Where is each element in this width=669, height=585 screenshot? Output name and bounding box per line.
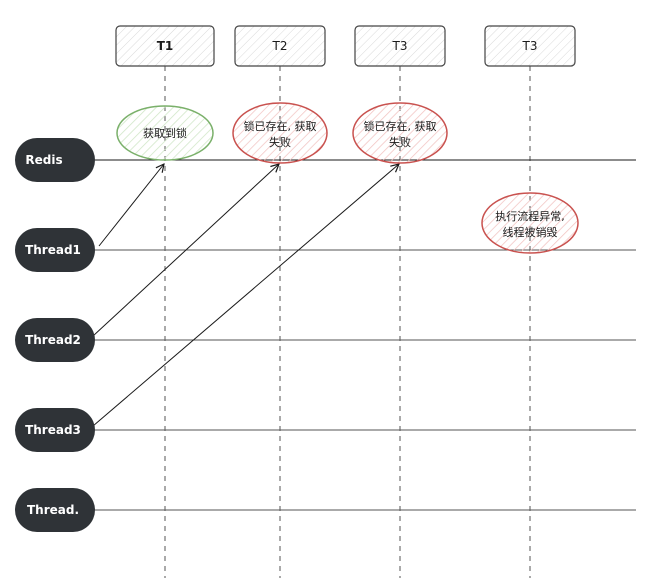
lane-pill: [15, 488, 95, 532]
time-box: [354, 25, 446, 67]
lane-pill: [15, 228, 95, 272]
note-exists-1: 锁已存在, 获取 失败: [232, 102, 328, 164]
lane-label-thread2: Thread2: [25, 333, 81, 347]
time-box: [484, 25, 576, 67]
lane-thread2: Thread2: [15, 318, 95, 362]
note-crash: 执行流程异常, 线程被销毁: [481, 192, 579, 254]
arrow-thread1-t1: [98, 164, 164, 247]
time-header-t3: T3: [354, 25, 446, 67]
time-header-t1: T1: [115, 25, 215, 67]
time-lifelines: [164, 66, 531, 578]
lane-redis: Redis: [15, 138, 95, 182]
lane-pill: [15, 138, 95, 182]
time-label-t4: T3: [522, 39, 538, 53]
lane-label-thread4: Thread.: [27, 503, 79, 517]
note-text-line1: 锁已存在, 获取: [244, 119, 317, 133]
note-bubble-success: [116, 105, 214, 161]
note-bubble-error: [232, 102, 328, 164]
note-acquired: 获取到锁: [116, 105, 214, 161]
note-text-line2: 线程被销毁: [503, 225, 558, 239]
lane-label-thread1: Thread1: [25, 243, 81, 257]
note-text-line2: 失败: [269, 135, 291, 149]
note-text-line1: 执行流程异常,: [495, 209, 565, 223]
arrow-thread3-t3: [92, 164, 399, 427]
lane-thread1: Thread1: [15, 228, 95, 272]
note-exists-2: 锁已存在, 获取 失败: [352, 102, 448, 164]
note-bubble-error: [352, 102, 448, 164]
time-label-t3: T3: [392, 39, 408, 53]
time-header-t4: T3: [484, 25, 576, 67]
lane-pill: [15, 408, 95, 452]
time-box: [234, 25, 326, 67]
arrow-thread2-t2: [92, 164, 279, 337]
time-label-t1: T1: [157, 39, 174, 53]
time-label-t2: T2: [272, 39, 288, 53]
lane-thread4: Thread.: [15, 488, 95, 532]
note-text: 获取到锁: [143, 126, 187, 140]
lane-label-redis: Redis: [25, 153, 62, 167]
lane-pill: [15, 318, 95, 362]
message-arrows: [92, 164, 399, 427]
note-text-line1: 锁已存在, 获取: [364, 119, 437, 133]
time-box: [115, 25, 215, 67]
note-bubble-error: [481, 192, 579, 254]
note-text-line2: 失败: [389, 135, 411, 149]
lane-label-thread3: Thread3: [25, 423, 81, 437]
time-header-t2: T2: [234, 25, 326, 67]
lane-thread3: Thread3: [15, 408, 95, 452]
